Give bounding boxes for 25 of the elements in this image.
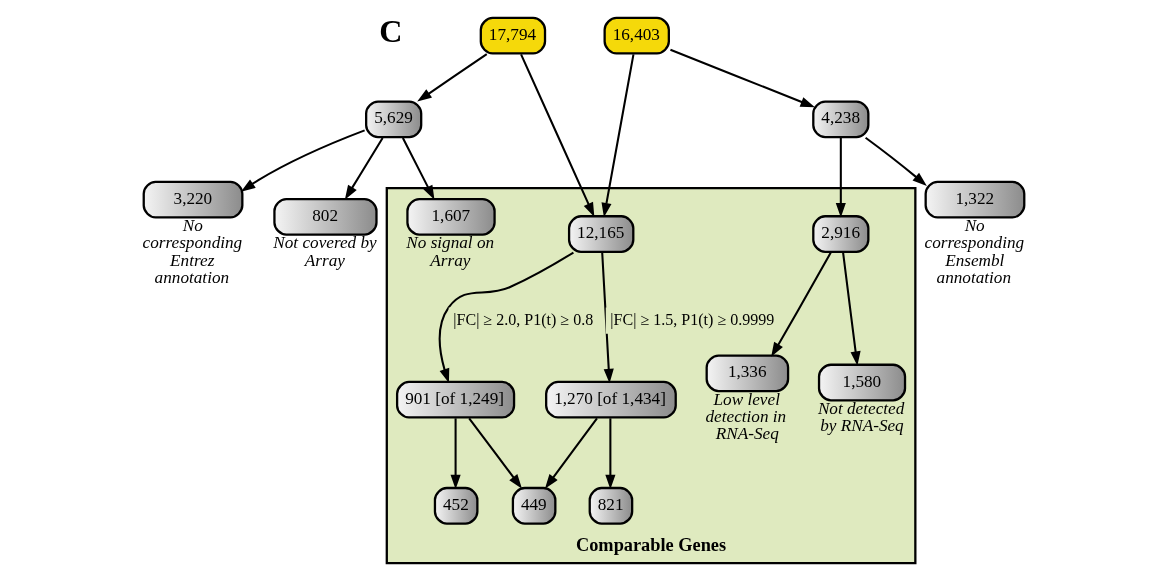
arrow — [344, 137, 383, 200]
node-label: Not detected by RNA-Seq — [817, 399, 904, 436]
edge-label: |FC| ≥ 1.5, P1(t) ≥ 0.9999 — [609, 311, 774, 329]
arrow — [401, 137, 434, 200]
arrow — [601, 54, 634, 218]
arrow — [450, 418, 461, 490]
arrow — [604, 418, 615, 490]
label: C — [378, 12, 403, 49]
arrow — [835, 138, 846, 218]
arrow — [467, 417, 522, 489]
arrow — [669, 48, 815, 108]
arrow — [438, 251, 574, 384]
arrow — [240, 129, 365, 192]
arrow — [544, 417, 598, 489]
arrow — [770, 252, 832, 357]
edge-label: |FC| ≥ 2.0, P1(t) ≥ 0.8 — [452, 311, 593, 329]
arrow — [416, 53, 487, 102]
arrow — [519, 53, 594, 218]
arrow — [841, 252, 861, 366]
node-label: Not covered by Array — [272, 233, 377, 270]
arrow — [864, 136, 927, 187]
arrow — [600, 252, 614, 384]
node-label: No signal on Array — [405, 233, 494, 270]
node-label: No corresponding Ensembl annotation — [924, 216, 1024, 287]
node-label: No corresponding Entrez annotation — [142, 216, 242, 287]
